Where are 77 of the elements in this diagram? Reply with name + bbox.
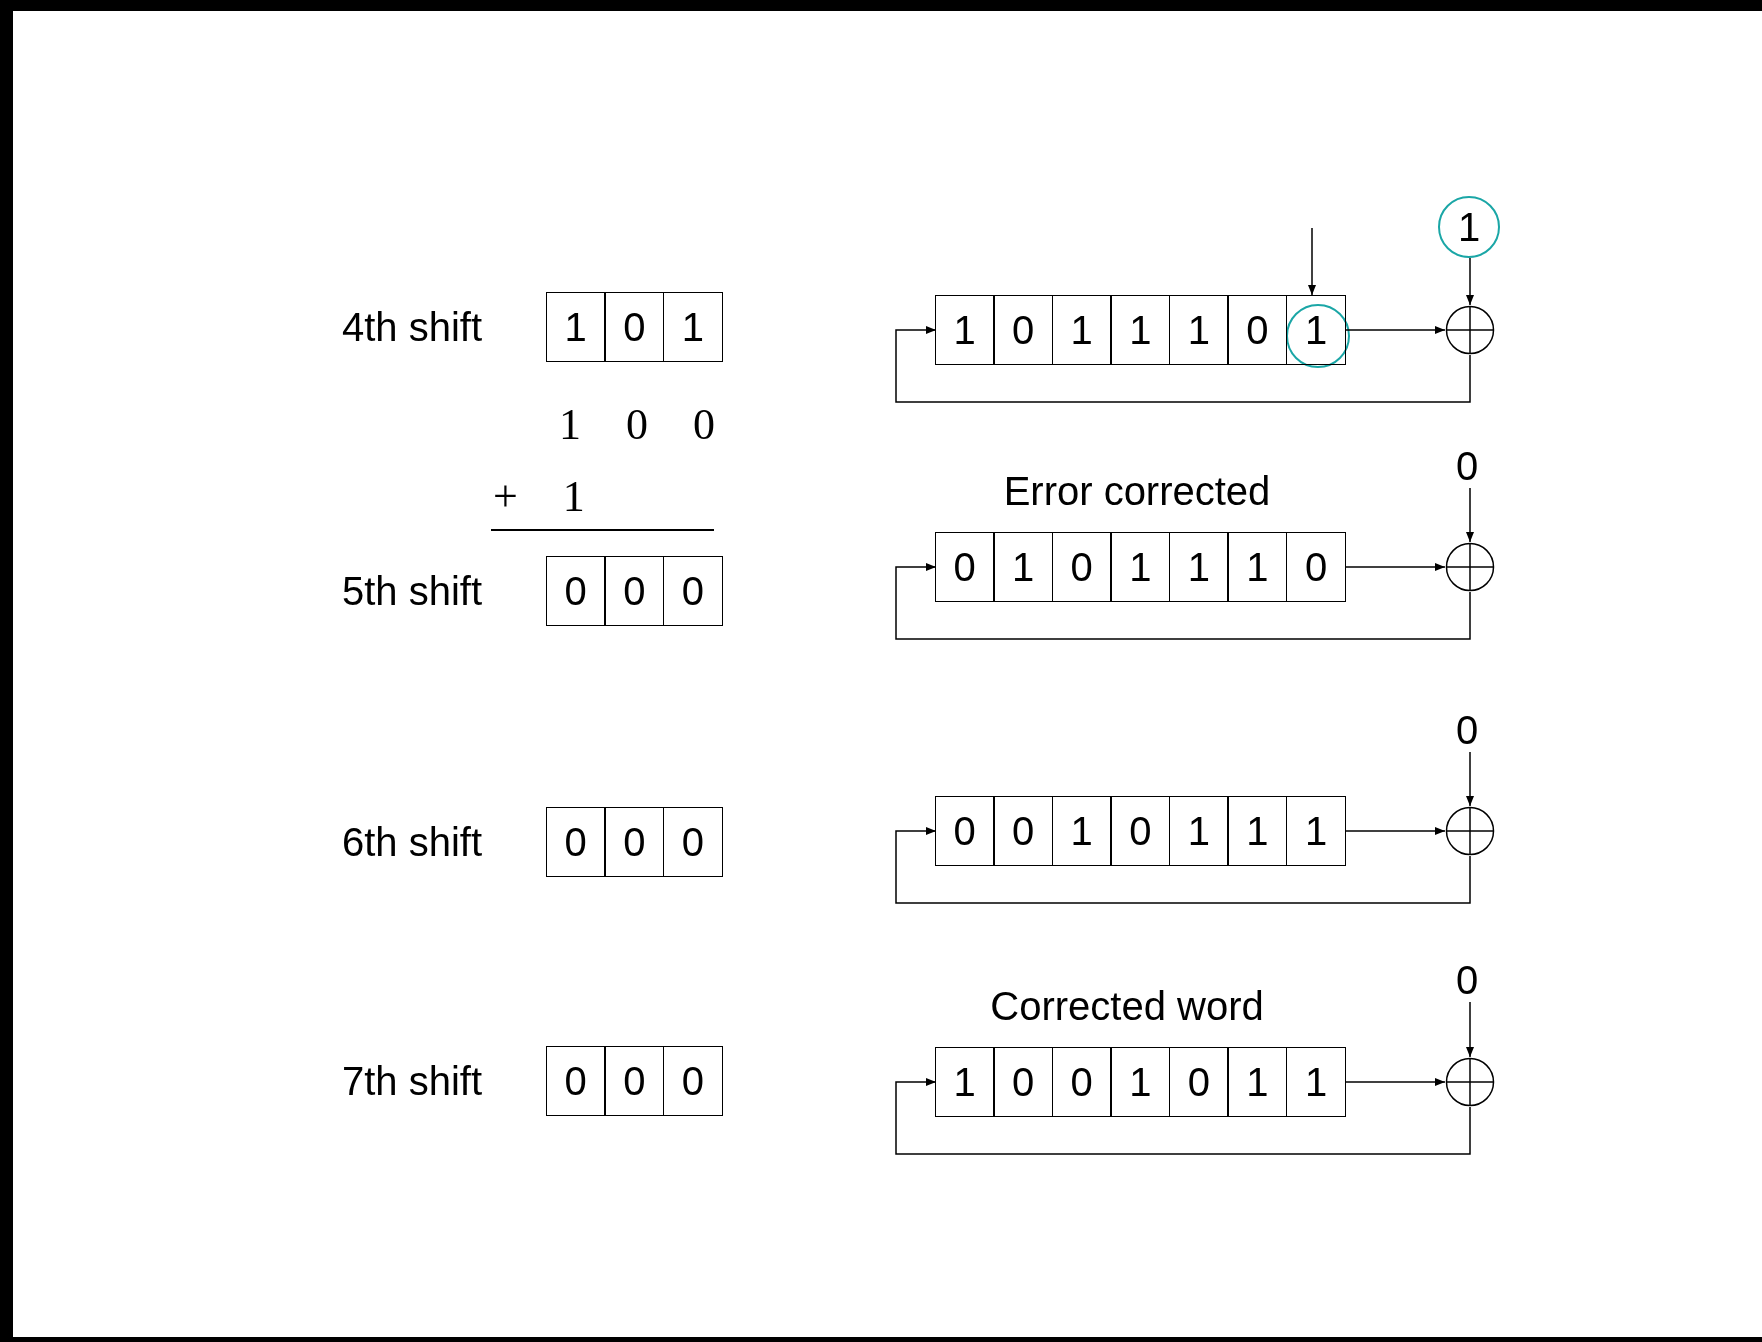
shift-register [936,532,1346,602]
register-digit: 1 [1227,1047,1288,1117]
register-digit: 1 [1168,532,1229,602]
xor-symbol [1445,542,1495,592]
arrow [1466,1001,1474,1058]
register-digit: 0 [545,556,606,626]
register-caption: Corrected word [990,986,1264,1026]
register-digit: 0 [604,1046,665,1116]
shift-label: 5th shift [341,571,482,611]
register-digit: 1 [662,292,723,362]
shift-register [936,295,1346,365]
arrow [1308,227,1316,296]
shift-register [936,1047,1346,1117]
shift-register [547,292,723,362]
register-digit: 1 [1110,532,1171,602]
register-digit: 0 [1285,532,1347,602]
xor-symbol [1445,305,1495,355]
register-digit: 1 [1110,1047,1171,1117]
register-digit: 1 [934,295,995,365]
sum-row: + 1 [493,475,585,519]
register-digit: 1 [1110,295,1171,365]
register-digit: 1 [1227,532,1288,602]
input-bit: 0 [1447,958,1487,1002]
xor-symbol [1445,1057,1495,1107]
register-digit: 0 [934,532,995,602]
shift-register [547,807,723,877]
arrow [1466,751,1474,807]
shift-register [547,556,723,626]
register-digit: 1 [1285,796,1347,866]
register-digit: 1 [1227,796,1288,866]
register-digit: 0 [1227,295,1288,365]
register-digit: 1 [1285,1047,1347,1117]
arrow [1345,827,1446,835]
register-digit: 0 [662,807,723,877]
arrow [895,1078,1471,1155]
arrow [895,563,1471,640]
register-digit: 0 [604,807,665,877]
register-digit: 0 [662,556,723,626]
input-bit: 0 [1447,708,1487,752]
register-digit: 1 [545,292,606,362]
register-digit: 0 [1051,1047,1112,1117]
register-digit: 1 [1285,295,1347,365]
register-digit: 0 [993,796,1054,866]
register-digit: 0 [934,796,995,866]
register-digit: 0 [604,292,665,362]
register-digit: 1 [1051,796,1112,866]
arrow [1466,487,1474,543]
register-caption: Error corrected [1003,471,1271,511]
register-digit: 0 [604,556,665,626]
register-digit: 0 [545,807,606,877]
arrow [1345,563,1446,571]
shift-label: 4th shift [341,307,482,347]
register-digit: 0 [993,295,1054,365]
arrow [895,827,1471,904]
register-digit: 0 [545,1046,606,1116]
register-digit: 1 [934,1047,995,1117]
arrow [1466,257,1474,306]
xor-symbol [1445,806,1495,856]
shift-label: 7th shift [341,1061,482,1101]
sum-row: 1 0 0 [559,403,715,447]
register-digit: 0 [1051,532,1112,602]
shift-register [547,1046,723,1116]
arrow [895,326,1471,403]
register-digit: 0 [1110,796,1171,866]
arrow [1345,1078,1446,1086]
shift-register [936,796,1346,866]
register-digit: 0 [993,1047,1054,1117]
input-bit-circle: 1 [1438,196,1500,258]
arrow [1345,326,1446,334]
input-bit: 0 [1447,444,1487,488]
register-digit: 0 [1168,1047,1229,1117]
shift-label: 6th shift [341,822,482,862]
register-digit: 1 [1168,295,1229,365]
register-digit: 1 [1168,796,1229,866]
register-digit: 1 [993,532,1054,602]
register-digit: 1 [1051,295,1112,365]
register-digit: 0 [662,1046,723,1116]
